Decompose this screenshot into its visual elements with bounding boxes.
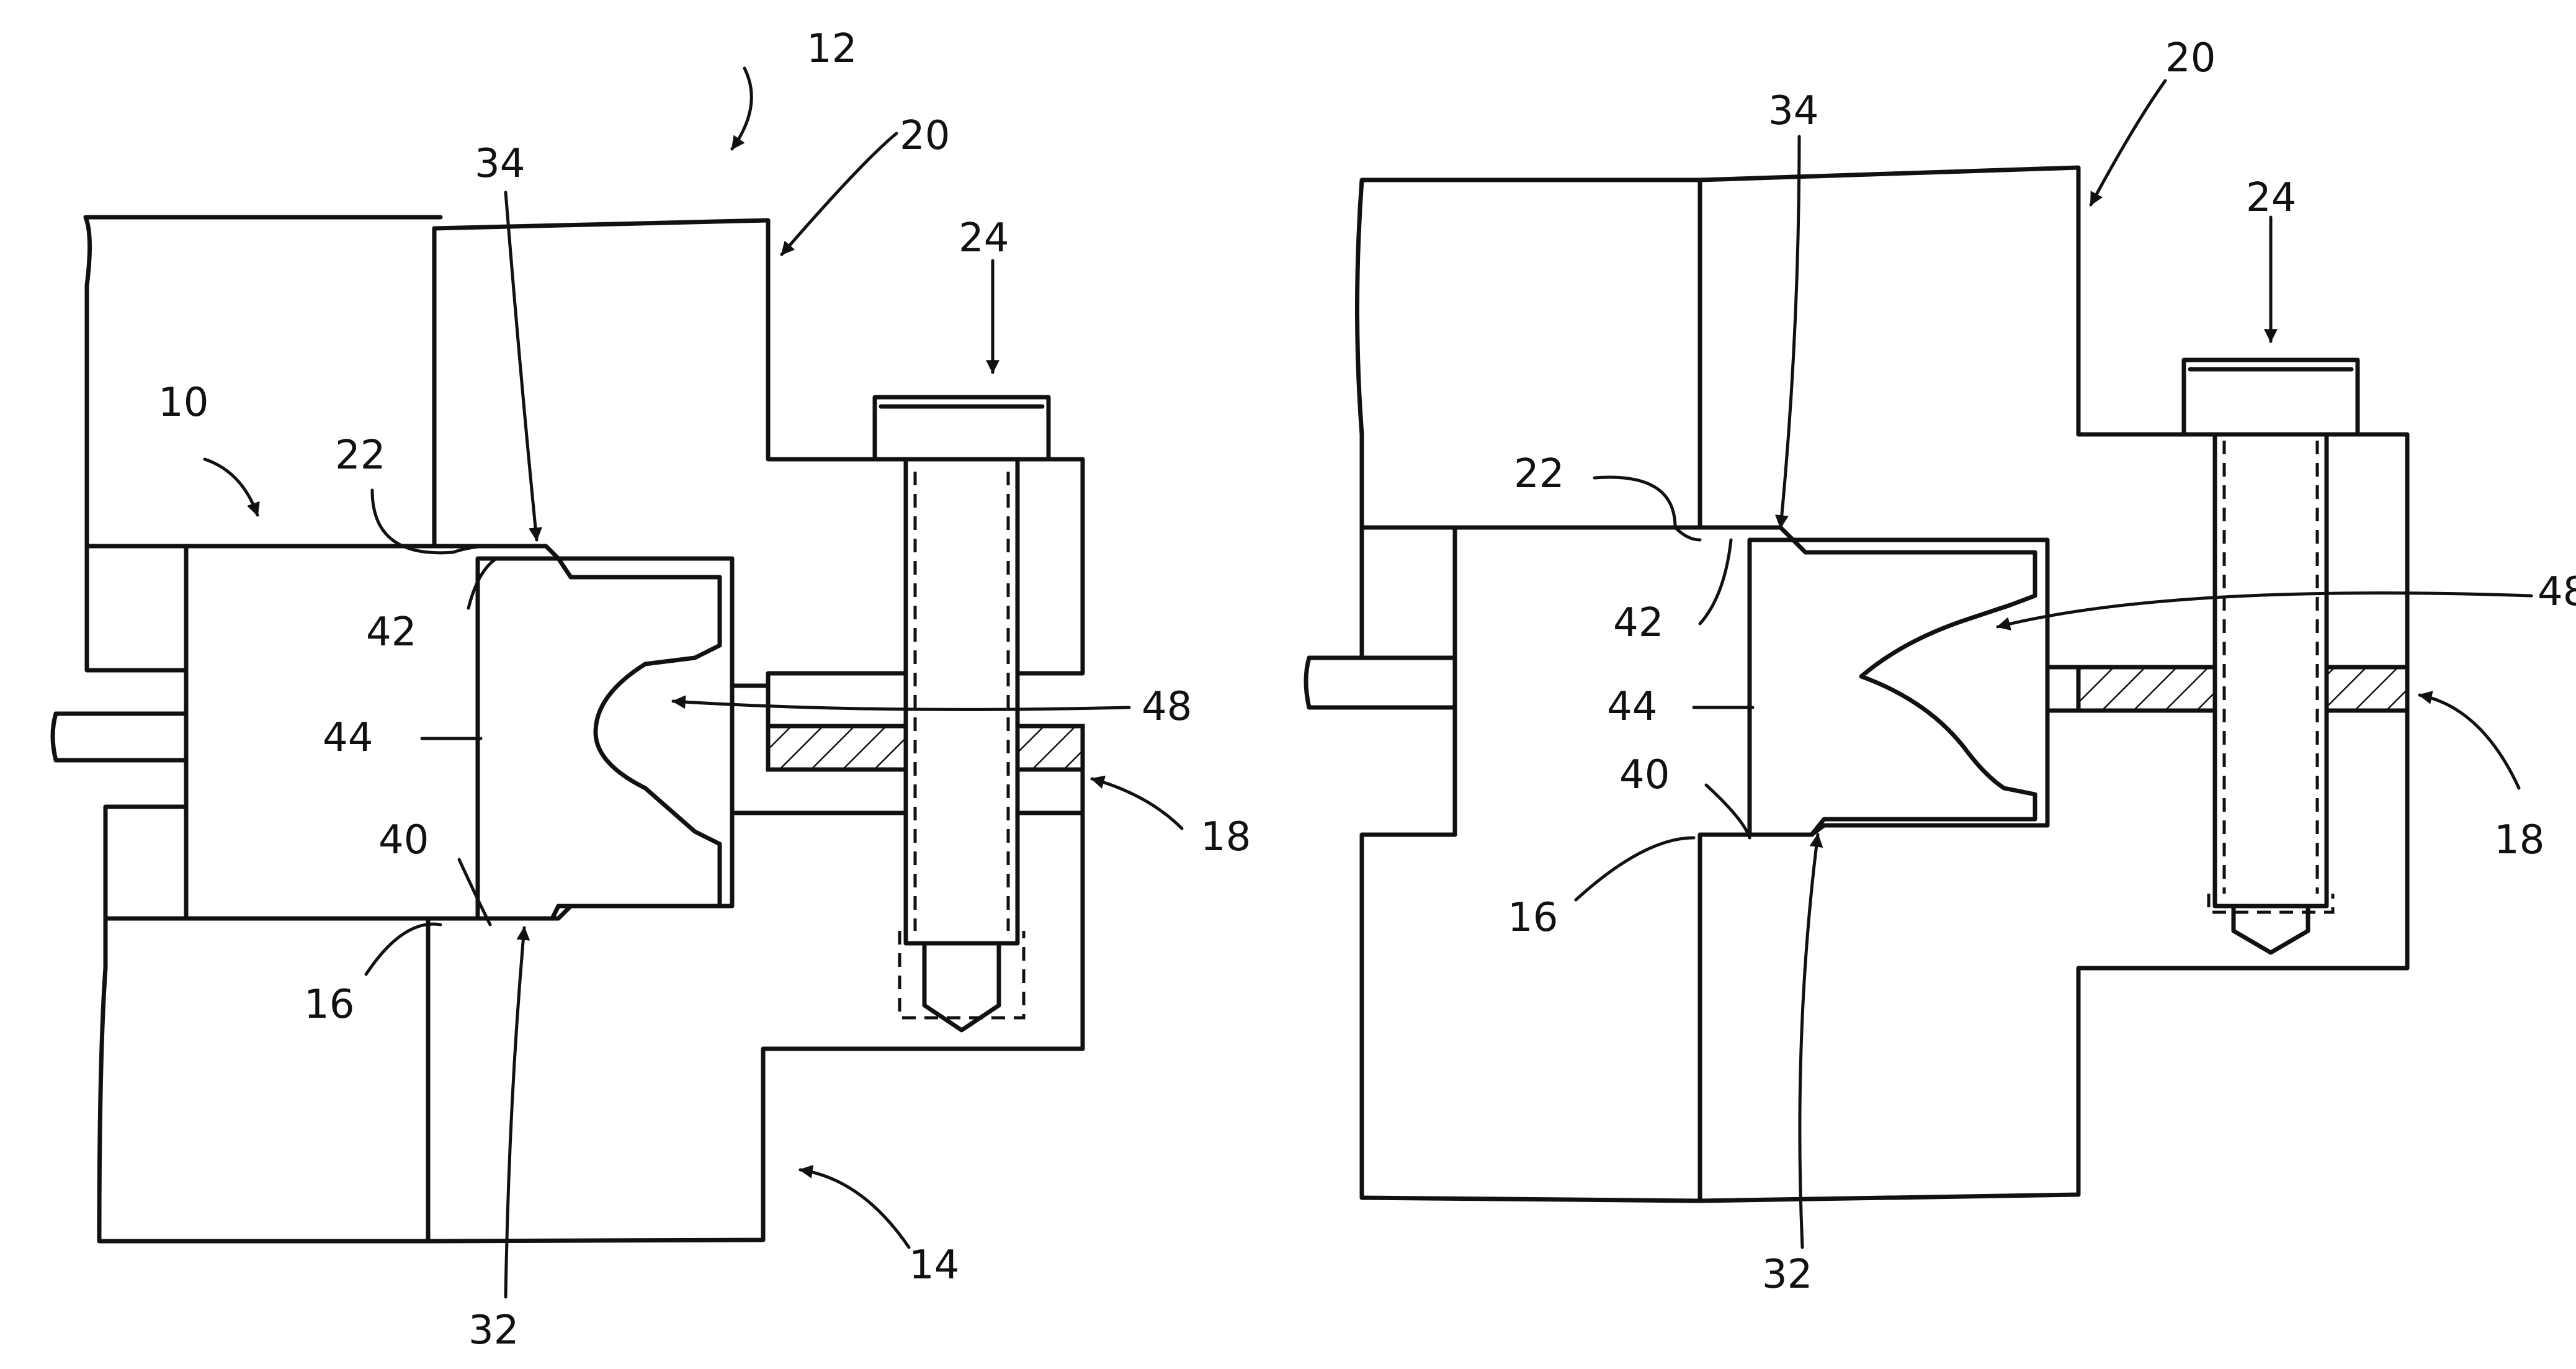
label-14: 14 xyxy=(909,1242,959,1288)
label-22: 22 xyxy=(1514,451,1564,497)
label-44: 44 xyxy=(323,715,373,761)
label-16: 16 xyxy=(1508,895,1558,941)
insert-right xyxy=(1750,540,2035,835)
label-34: 34 xyxy=(1768,88,1818,134)
label-42: 42 xyxy=(366,609,416,655)
bolt-right xyxy=(2184,360,2358,953)
label-12: 12 xyxy=(807,26,857,72)
label-42: 42 xyxy=(1613,600,1663,646)
label-22: 22 xyxy=(335,433,385,478)
rod-right xyxy=(1306,658,1455,707)
figure-right: 20 34 24 22 48 42 44 40 18 16 32 xyxy=(1306,35,2576,1298)
label-24: 24 xyxy=(2246,175,2296,221)
label-24: 24 xyxy=(959,215,1009,261)
label-34: 34 xyxy=(475,141,525,187)
label-20: 20 xyxy=(900,113,950,159)
lower-body-left xyxy=(99,918,428,1241)
label-18: 18 xyxy=(2494,817,2544,863)
label-40: 40 xyxy=(378,817,429,863)
label-48: 48 xyxy=(1142,684,1192,730)
insert-left xyxy=(478,559,720,918)
bolt-left xyxy=(875,397,1049,1030)
label-20: 20 xyxy=(2165,35,2216,81)
label-16: 16 xyxy=(304,982,354,1028)
label-40: 40 xyxy=(1619,752,1670,798)
label-44: 44 xyxy=(1607,684,1657,730)
label-32: 32 xyxy=(1762,1252,1812,1298)
label-18: 18 xyxy=(1201,814,1251,860)
label-32: 32 xyxy=(468,1308,519,1353)
rod-left xyxy=(53,714,186,760)
label-48: 48 xyxy=(2538,569,2576,615)
label-10: 10 xyxy=(158,380,208,426)
figure-left: 12 20 24 10 22 34 42 44 48 40 18 16 32 1… xyxy=(53,26,1251,1353)
upper-body-left xyxy=(86,217,441,546)
